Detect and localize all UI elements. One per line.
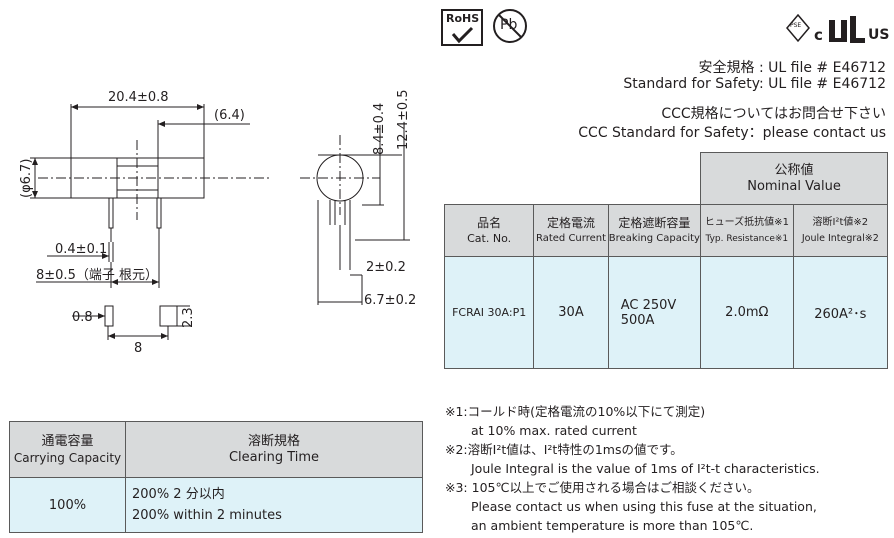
fuse-dimension-drawing: 20.4±0.8 (6.4) (φ6.7) 0.4±0.1 8±0.5（端子 根…: [19, 89, 416, 356]
dim-height-1: 8.4±0.4: [372, 103, 387, 155]
header-current: 定格電流 Rated Current: [533, 204, 609, 257]
pb-logo-text: Pb: [500, 17, 518, 33]
footnotes: ※1:コールド時(定格電流の10%以下にて測定) at 10% max. rat…: [445, 402, 820, 535]
dim-length: 20.4±0.8: [108, 90, 169, 105]
note-1-en: at 10% max. rated current: [471, 423, 637, 438]
pse-logo-text: PSE: [790, 22, 802, 29]
dim-lead-pitch: 8±0.5（端子 根元）: [36, 268, 158, 283]
note-3-en-1: Please contact us when using this fuse a…: [471, 499, 817, 514]
dim-height-2: 12.4±0.5: [396, 89, 411, 150]
header-cat: 品名 Cat. No.: [443, 204, 535, 257]
cell-breaking: AC 250V 500A: [607, 256, 702, 369]
no-lead-icon: [493, 9, 527, 43]
dim-pad-width: 0.8: [72, 310, 93, 325]
note-3-jp: ※3: 105℃以上でご使用される場合はご相談ください。: [445, 480, 760, 495]
nominal-value-header: 公称値 Nominal Value: [700, 152, 888, 205]
cell-resistance: 2.0mΩ: [700, 256, 794, 369]
header-joule: 溶断I²t値※2 Joule Integral※2: [792, 204, 889, 257]
rohs-logo: RoHS: [441, 9, 483, 46]
pse-logo: PSE: [786, 14, 810, 44]
safety-standard-jp: 安全規格 : UL file # E46712: [698, 60, 886, 76]
dim-pad-pitch: 8: [134, 341, 142, 356]
note-2-jp: ※2:溶断I²t値は、I²t特性の1msの値です。: [445, 442, 683, 457]
carry-cell-time: 200% 2 分以内 200% within 2 minutes: [125, 477, 423, 533]
carrying-capacity-table: 通電容量 Carrying Capacity 溶断規格 Clearing Tim…: [9, 421, 423, 533]
cell-joule: 260A²･s: [792, 256, 889, 369]
carry-header-clearing: 溶断規格 Clearing Time: [125, 421, 423, 478]
dim-diameter: (φ6.7): [19, 159, 34, 198]
ul-c-mark: c: [814, 26, 823, 44]
note-3-en-2: an ambient temperature is more than 105℃…: [471, 518, 754, 533]
note-2-en: Joule Integral is the value of 1ms of I²…: [471, 461, 820, 476]
dim-side-1: 2±0.2: [366, 260, 406, 275]
dim-pad-height: 2.3: [181, 307, 196, 328]
rohs-logo-text: RoHS: [446, 12, 480, 25]
dim-side-2: 6.7±0.2: [364, 293, 416, 308]
carry-data-row: 100% 200% 2 分以内 200% within 2 minutes: [9, 477, 423, 533]
nominal-en: Nominal Value: [747, 178, 841, 194]
dim-cap-length: (6.4): [214, 108, 245, 123]
ccc-standard-jp: CCC規格についてはお問合せ下さい: [661, 106, 886, 122]
carry-cell-capacity: 100%: [9, 477, 126, 533]
cell-cat: FCRAI 30A:P1: [443, 256, 535, 369]
spec-table: 公称値 Nominal Value 品名 Cat. No. 定格電流 Rated…: [443, 152, 889, 369]
carry-header-capacity: 通電容量 Carrying Capacity: [9, 421, 126, 478]
ccc-standard-en: CCC Standard for Safety：please contact u…: [578, 125, 886, 141]
pse-diamond-icon: [786, 14, 810, 43]
ul-mark-icon: [829, 16, 865, 43]
note-1-jp: ※1:コールド時(定格電流の10%以下にて測定): [445, 404, 706, 419]
header-resistance: ヒューズ抵抗値※1 Typ. Resistance※1: [700, 204, 794, 257]
cell-current: 30A: [533, 256, 609, 369]
header-breaking: 定格遮断容量 Breaking Capacity: [607, 204, 702, 257]
checkmark-icon: [451, 26, 474, 44]
safety-standard-en: Standard for Safety: UL file # E46712: [623, 76, 886, 92]
ul-us-mark: US: [868, 27, 890, 43]
pb-free-logo: Pb: [492, 8, 528, 44]
spec-header-row: 品名 Cat. No. 定格電流 Rated Current 定格遮断容量 Br…: [443, 204, 889, 257]
carry-header-row: 通電容量 Carrying Capacity 溶断規格 Clearing Tim…: [9, 421, 423, 478]
spec-data-row: FCRAI 30A:P1 30A AC 250V 500A 2.0mΩ 260A…: [443, 256, 889, 369]
nominal-jp: 公称値: [774, 162, 814, 178]
ul-logo: c US: [814, 14, 890, 46]
dim-lead-width: 0.4±0.1: [55, 242, 107, 257]
